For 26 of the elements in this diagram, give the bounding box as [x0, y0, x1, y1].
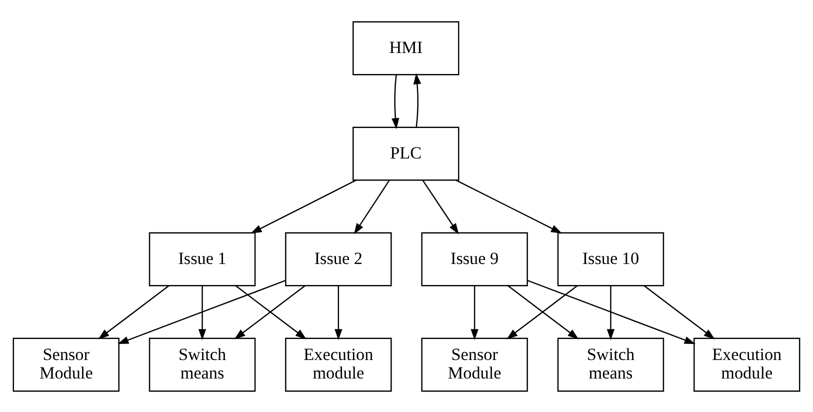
arrow [644, 284, 715, 339]
arrow [118, 279, 286, 344]
arrow [354, 180, 390, 234]
node-box: Execution module [694, 337, 800, 392]
node-box: Execution module [285, 337, 392, 392]
node-box: Issue 10 [557, 232, 664, 286]
arrow [606, 285, 615, 340]
node-box: HMI [352, 20, 460, 75]
arrow [198, 285, 206, 340]
node-box: Sensor Module [421, 337, 528, 392]
node-box: Sensor Module [12, 337, 120, 392]
arrow [334, 285, 342, 340]
node-box: Switch means [148, 337, 256, 392]
arrow [413, 72, 422, 127]
arrow [392, 74, 400, 129]
arrow [470, 285, 478, 340]
arrow [422, 180, 459, 234]
node-box: Issue 1 [148, 232, 256, 286]
arrow [98, 284, 170, 339]
node-box: Switch means [557, 337, 664, 392]
arrow [527, 279, 696, 344]
node-box: PLC [352, 126, 460, 180]
arrow [250, 179, 356, 234]
arrow [456, 179, 562, 234]
node-box: Issue 2 [285, 232, 392, 286]
node-box: Issue 9 [421, 232, 528, 286]
